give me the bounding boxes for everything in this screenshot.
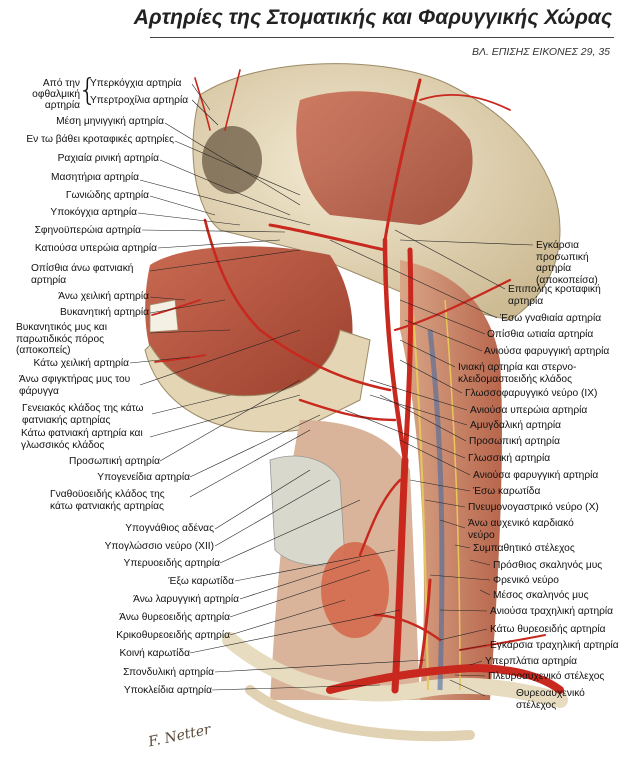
- label-superior-laryngeal-artery: Άνω λαρυγγική αρτηρία: [133, 594, 239, 605]
- label-ascending-pharyngeal-artery-lower: Ανιούσα φαρυγγική αρτηρία: [473, 470, 599, 481]
- brace-icon: {: [78, 73, 98, 108]
- thyroid-gland: [321, 542, 389, 638]
- leader-lines-right: [329, 229, 534, 697]
- label-suprascapular-artery: Υπερπλάτια αρτηρία: [485, 656, 578, 667]
- label-lingual-artery: Γλωσσική αρτηρία: [468, 453, 551, 464]
- label-hypoglossal-nerve: Υπογλώσσιο νεύρο (XII): [104, 541, 214, 552]
- orbit: [202, 126, 262, 194]
- label-ascending-pharyngeal-artery-upper: Ανιούσα φαρυγγική αρτηρία: [484, 346, 610, 357]
- page-title: Αρτηρίες της Στοματικής και Φαρυγγικής Χ…: [133, 6, 612, 29]
- larynx: [269, 455, 346, 566]
- label-vertebral-artery: Σπονδυλική αρτηρία: [123, 667, 214, 678]
- label-superior-constrictor-muscle: Άνω σφιγκτήρας μυς του φάρυγγα: [19, 374, 131, 397]
- superficial-temporal-artery: [383, 78, 422, 242]
- facial-artery: [203, 218, 392, 392]
- label-sphenopalatine-artery: Σφηνοϋπερώια αρτηρία: [34, 225, 141, 236]
- label-phrenic-nerve: Φρενικό νεύρο: [493, 575, 559, 586]
- labial-arteries: [151, 299, 206, 363]
- label-angular-artery: Γωνιώδης αρτηρία: [65, 190, 149, 201]
- label-mylohyoid-branch: Γναθοϋοειδής κλάδος της κάτω φατνιακής α…: [50, 489, 165, 512]
- label-middle-meningeal-artery: Μέση μηνιγγική αρτηρία: [56, 116, 164, 127]
- occipital-artery: [393, 278, 512, 332]
- label-superficial-temporal-artery: Επιπολής κροταφική αρτηρία: [508, 284, 601, 307]
- title-rule: [150, 37, 614, 38]
- label-descending-palatine-artery: Κατιούσα υπερώια αρτηρία: [34, 243, 157, 254]
- temporal-branch: [419, 93, 511, 111]
- superior-thyroid-artery: [358, 478, 402, 557]
- label-external-carotid: Έξω καρωτίδα: [168, 576, 234, 587]
- label-masseteric-artery: Μασητήρια αρτηρία: [51, 172, 139, 183]
- label-inferior-thyroid-artery: Κάτω θυρεοειδής αρτηρία: [490, 624, 606, 635]
- label-mental-branch: Γενειακός κλάδος της κάτω φατνιακής αρτη…: [22, 403, 144, 426]
- supratrochlear-artery: [194, 77, 211, 131]
- label-supratrochlear-artery: Υπερτροχίλια αρτηρία: [90, 95, 189, 106]
- label-buccinator-parotid-duct: Βυκανητικός μυς και παρωτιδικός πόρος (α…: [16, 322, 107, 356]
- supraorbital-artery: [224, 69, 241, 131]
- label-glossopharyngeal-nerve: Γλωσσοφαρυγγικό νεύρο (IX): [465, 388, 598, 399]
- external-carotid-artery: [382, 237, 408, 463]
- label-superior-cardiac-nerve: Άνω αυχενικό καρδιακό νεύρο: [468, 518, 574, 541]
- inferior-thyroid-artery: [373, 613, 442, 642]
- label-internal-carotid: Έσω καρωτίδα: [473, 486, 541, 497]
- common-carotid-artery: [391, 456, 409, 694]
- subclavian-artery: [326, 663, 564, 694]
- label-supraorbital-artery: Υπερκόγχια αρτηρία: [90, 78, 182, 89]
- label-posterior-auricular-artery: Οπίσθια ωτιαία αρτηρία: [487, 329, 594, 340]
- label-deep-temporal-arteries: Εν τω βάθει κροταφικές αρτηρίες: [26, 134, 174, 145]
- label-ascending-cervical-artery: Ανιούσα τραχηλική αρτηρία: [490, 606, 614, 617]
- clavicle: [222, 632, 568, 708]
- label-transverse-cervical-artery: Εγκάρσια τραχηλική αρτηρία: [490, 640, 619, 651]
- leader-lines-left: [129, 83, 426, 691]
- label-subclavian-artery: Υποκλείδια αρτηρία: [123, 685, 212, 696]
- label-facial-artery-right: Προσωπική αρτηρία: [469, 436, 560, 447]
- label-costocervical-trunk: Πλευροαυχενικό στέλεχος: [488, 671, 605, 682]
- label-transverse-facial-artery: Εγκάρσια προσωπική αρτηρία (αποκοπείσα): [536, 240, 598, 286]
- vertebral-artery: [418, 578, 432, 672]
- label-superior-thyroid-artery: Άνω θυρεοειδής αρτηρία: [119, 612, 230, 623]
- label-buccal-artery: Βυκανητική αρτηρία: [59, 307, 149, 318]
- label-common-carotid: Κοινή καρωτίδα: [119, 648, 190, 659]
- label-submandibular-gland: Υπογνάθιος αδένας: [125, 523, 214, 534]
- label-inferior-labial-artery: Κάτω χειλική αρτηρία: [33, 358, 129, 369]
- label-occipital-artery-scm: Ινιακή αρτηρία και στερνο-κλειδομαστοειδ…: [458, 362, 577, 385]
- label-facial-artery: Προσωπική αρτηρία: [69, 456, 160, 467]
- label-submental-artery: Υπογενείδια αρτηρία: [97, 472, 190, 483]
- maxillary-artery: [268, 223, 387, 252]
- label-vagus-nerve: Πνευμονογαστρικό νεύρο (X): [468, 502, 599, 513]
- label-suprahyoid-artery: Υπερυοειδής αρτηρία: [123, 558, 220, 569]
- label-infraorbital-artery: Υποκόγχια αρτηρία: [50, 207, 137, 218]
- internal-jugular-vein: [427, 329, 445, 691]
- label-cricothyroid-artery: Κρικοθυρεοειδής αρτηρία: [116, 630, 230, 641]
- label-maxillary-artery: Έσω γναθιαία αρτηρία: [500, 313, 602, 324]
- sympathetic-trunk: [444, 299, 461, 691]
- label-anterior-scalene: Πρόσθιος σκαληνός μυς: [493, 560, 603, 571]
- label-thyrocervical-trunk: Θυρεοαυχενικό στέλεχος: [516, 688, 585, 711]
- label-ophthalmic-origin: Από την οφθαλμική αρτηρία: [32, 78, 80, 111]
- lingual-artery: [298, 398, 397, 422]
- teeth: [149, 299, 179, 333]
- label-sympathetic-trunk: Συμπαθητικό στέλεχος: [473, 543, 575, 554]
- label-middle-scalene: Μέσος σκαληνός μυς: [493, 590, 589, 601]
- label-superior-labial-artery: Άνω χειλική αρτηρία: [58, 291, 149, 302]
- label-inferior-alveolar-lingual: Κάτω φατνιακή αρτηρία και γλωσσικός κλάδ…: [21, 428, 143, 451]
- label-posterior-nasal-artery: Ραχιαία ρινική αρτηρία: [57, 153, 159, 164]
- mandible: [144, 329, 371, 433]
- figure-reference: ΒΛ. ΕΠΙΣΗΣ ΕΙΚΟΝΕΣ 29, 35: [471, 46, 610, 58]
- label-tonsillar-artery: Αμυγδαλική αρτηρία: [470, 420, 562, 431]
- temporal-muscle: [296, 91, 473, 225]
- label-ascending-palatine-artery: Ανιούσα υπερώια αρτηρία: [470, 405, 588, 416]
- label-posterior-superior-alveolar-artery: Οπίσθια άνω φατνιακή αρτηρία: [31, 263, 134, 286]
- internal-carotid-artery: [402, 247, 414, 463]
- first-rib: [245, 685, 475, 742]
